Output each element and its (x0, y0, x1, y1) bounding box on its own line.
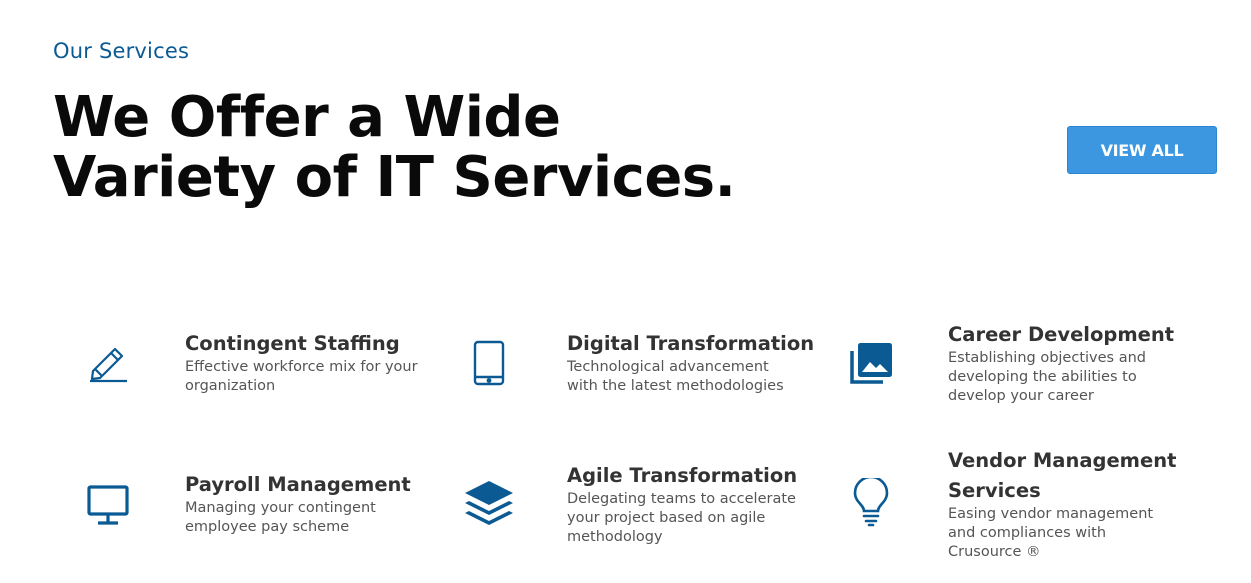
service-description-line: methodology (567, 529, 663, 545)
service-description-line: your project based on agile (567, 510, 766, 526)
service-description-line: Easing vendor management (948, 506, 1154, 522)
service-description-line: Technological advancement (567, 359, 769, 375)
service-description-line: and compliances with (948, 525, 1107, 541)
lightbulb-icon (850, 478, 892, 528)
service-description-line: with the latest methodologies (567, 378, 784, 394)
service-description-line: Effective workforce mix for your (185, 359, 418, 375)
photo-library-icon (848, 340, 894, 386)
service-description-line: organization (185, 378, 276, 394)
headline-line-1: We Offer a Wide (53, 85, 561, 150)
headline-line-2: Variety of IT Services. (53, 145, 736, 210)
service-description: Easing vendor management and compliances… (948, 505, 1208, 562)
view-all-button[interactable]: VIEW ALL (1067, 126, 1217, 174)
tablet-icon (470, 339, 508, 387)
monitor-icon (85, 482, 131, 528)
service-description-line: Delegating teams to accelerate (567, 491, 796, 507)
service-description-line: Establishing objectives and (948, 350, 1146, 366)
service-title: Career Development (948, 323, 1175, 346)
service-description-line: Managing your contingent (185, 500, 376, 516)
service-description: Managing your contingent employee pay sc… (185, 499, 435, 537)
section-headline: We Offer a Wide Variety of IT Services. (53, 88, 813, 208)
service-description-line: developing the abilities to (948, 369, 1137, 385)
section-eyebrow: Our Services (53, 39, 190, 63)
service-description: Establishing objectives and developing t… (948, 349, 1198, 406)
service-title: Payroll Management (185, 473, 411, 496)
service-description-line: employee pay scheme (185, 519, 350, 535)
service-title: Digital Transformation (567, 332, 815, 355)
service-title-line: Services (948, 479, 1041, 502)
service-title: Agile Transformation (567, 464, 798, 487)
service-description-line: develop your career (948, 388, 1094, 404)
service-description: Technological advancement with the lates… (567, 358, 817, 396)
service-title-line: Vendor Management (948, 449, 1177, 472)
service-description: Effective workforce mix for your organiz… (185, 358, 435, 396)
service-description: Delegating teams to accelerate your proj… (567, 490, 817, 547)
pencil-icon (86, 340, 130, 384)
layers-icon (462, 476, 516, 530)
service-description-line: Crusource ® (948, 544, 1041, 560)
service-title: Vendor Management Services (948, 446, 1188, 506)
service-title: Contingent Staffing (185, 332, 400, 355)
